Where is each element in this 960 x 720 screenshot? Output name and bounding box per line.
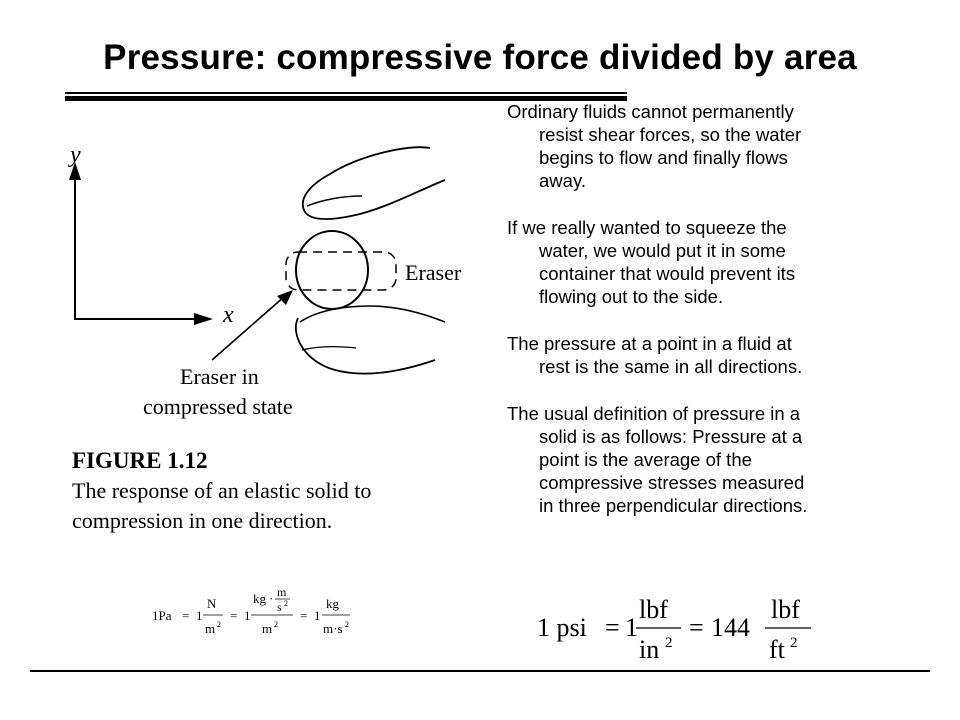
title-underline-thin (65, 92, 627, 94)
eq-sign-2: = (230, 608, 237, 623)
pa-m2-1: m (205, 621, 215, 636)
eq-sign-1: = (182, 608, 189, 623)
upper-finger (301, 146, 446, 220)
text-line: water, we would put it in some (539, 240, 786, 261)
pa-n: N (207, 596, 217, 611)
bottom-rule (30, 670, 930, 672)
eq-sign-3: = (300, 608, 307, 623)
psi-ft: ft (769, 635, 786, 664)
pa-one-3: 1 (314, 608, 321, 623)
psi-exp-1: 2 (665, 635, 673, 651)
pa-one-1: 1 (196, 608, 203, 623)
pascal-equation-svg: 1Pa = 1 N m 2 = 1 kg · m s 2 m 2 = 1 kg … (152, 585, 350, 636)
text-line: container that would prevent its (539, 263, 796, 284)
psi-exp-2: 2 (790, 635, 798, 651)
psi-in: in (639, 635, 659, 664)
eraser-circle (295, 230, 369, 310)
pascal-equation: 1Pa = 1 N m 2 = 1 kg · m s 2 m 2 = 1 kg … (150, 584, 400, 649)
eraser-diagram: y x Eraser Eraser in compressed state FI… (68, 142, 462, 533)
pa-exp-s: 2 (284, 599, 288, 608)
slide-title: Pressure: compressive force divided by a… (103, 38, 857, 77)
text-line: The pressure at a point in a fluid at (507, 333, 792, 354)
pa-exp-1: 2 (217, 620, 221, 629)
psi-lhs: 1 psi (537, 613, 587, 642)
pa-exp-2: 2 (274, 620, 278, 629)
paragraph-container: If we really wanted to squeeze the water… (507, 216, 907, 308)
y-axis-arrowhead (69, 162, 81, 180)
psi-eq-sign-1: = (605, 613, 620, 642)
compressed-label-line1: Eraser in (180, 364, 259, 389)
text-line: compressive stresses measured (539, 472, 805, 493)
pa-exp-3: 2 (345, 620, 349, 629)
figure-caption-number: FIGURE 1.12 (72, 448, 207, 473)
psi-equation: 1 psi = 1 lbf in 2 = 144 lbf ft 2 (535, 590, 825, 670)
eraser-compressed-outline (285, 251, 397, 291)
psi-lbf-1: lbf (639, 595, 668, 624)
paragraph-solid-pressure: The usual definition of pressure in a so… (507, 402, 907, 517)
paragraph-fluid-pressure: The pressure at a point in a fluid at re… (507, 332, 907, 378)
text-line: rest is the same in all directions. (539, 356, 803, 377)
y-axis-label: y (68, 142, 81, 168)
eraser-label: Eraser (405, 260, 462, 285)
figure-caption-line2: compression in one direction. (72, 508, 332, 533)
pa-kg-2: kg (326, 596, 340, 611)
pa-s: s (277, 600, 282, 614)
text-line: Ordinary fluids cannot permanently (507, 101, 794, 122)
text-line: solid is as follows: Pressure at a (539, 426, 803, 447)
pointer-arrow-line (211, 295, 286, 361)
body-text: Ordinary fluids cannot permanently resis… (507, 100, 907, 541)
pa-m-num: m (277, 585, 287, 599)
psi-equation-svg: 1 psi = 1 lbf in 2 = 144 lbf ft 2 (537, 595, 811, 664)
psi-factor: 144 (711, 613, 750, 642)
text-line: flowing out to the side. (539, 286, 724, 307)
text-line: If we really wanted to squeeze the (507, 217, 787, 238)
x-axis-label: x (222, 302, 234, 328)
lower-finger (295, 317, 436, 375)
text-line: in three perpendicular directions. (539, 495, 808, 516)
text-line: begins to flow and finally flows (539, 147, 788, 168)
pa-kg-1: kg (253, 591, 267, 606)
psi-one: 1 (625, 613, 638, 642)
pa-ms2: m·s (323, 621, 343, 636)
text-line: point is the average of the (539, 449, 752, 470)
compressed-label-line2: compressed state (143, 394, 293, 419)
figure-caption-line1: The response of an elastic solid to (72, 478, 371, 503)
x-axis-arrowhead (194, 313, 213, 325)
paragraph-shear: Ordinary fluids cannot permanently resis… (507, 100, 907, 192)
text-line: resist shear forces, so the water (539, 124, 802, 145)
pa-lhs: 1Pa (152, 608, 172, 623)
psi-eq-sign-2: = (689, 613, 704, 642)
psi-lbf-2: lbf (771, 595, 800, 624)
pointer-arrowhead (277, 290, 293, 305)
eraser-figure: y x Eraser Eraser in compressed state FI… (60, 110, 490, 550)
pa-m2-2: m (262, 621, 272, 636)
pa-one-2: 1 (244, 608, 251, 623)
text-line: The usual definition of pressure in a (507, 403, 801, 424)
title-underline-thick (65, 96, 627, 101)
text-line: away. (539, 170, 586, 191)
dot-op: · (269, 591, 273, 606)
